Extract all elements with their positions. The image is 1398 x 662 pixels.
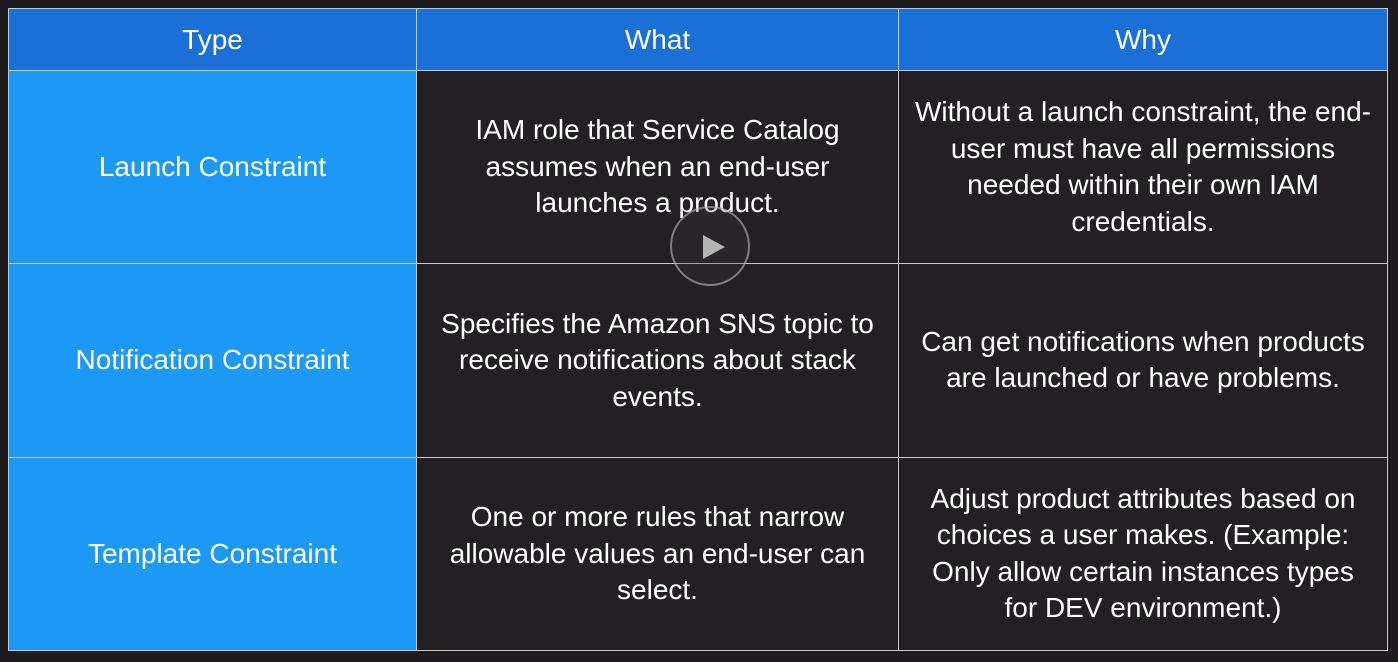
header-row: Type What Why <box>8 8 1388 71</box>
table-row: Launch Constraint IAM role that Service … <box>8 69 1388 265</box>
row-what-template: One or more rules that narrow allowable … <box>416 456 899 652</box>
row-type-template: Template Constraint <box>8 456 417 652</box>
header-what: What <box>416 8 899 71</box>
row-type-notification: Notification Constraint <box>8 263 417 458</box>
play-icon <box>703 235 725 259</box>
table-row: Notification Constraint Specifies the Am… <box>8 263 1388 458</box>
play-button[interactable] <box>670 206 750 286</box>
header-why: Why <box>898 8 1388 71</box>
header-type: Type <box>8 8 417 71</box>
row-what-notification: Specifies the Amazon SNS topic to receiv… <box>416 263 899 458</box>
row-why-notification: Can get notifications when products are … <box>898 263 1388 458</box>
table-row: Template Constraint One or more rules th… <box>8 456 1388 652</box>
constraints-table: Type What Why Launch Constraint IAM role… <box>8 8 1388 652</box>
row-why-template: Adjust product attributes based on choic… <box>898 456 1388 652</box>
row-type-launch: Launch Constraint <box>8 69 417 265</box>
row-what-launch: IAM role that Service Catalog assumes wh… <box>416 69 899 265</box>
row-why-launch: Without a launch constraint, the end-use… <box>898 69 1388 265</box>
